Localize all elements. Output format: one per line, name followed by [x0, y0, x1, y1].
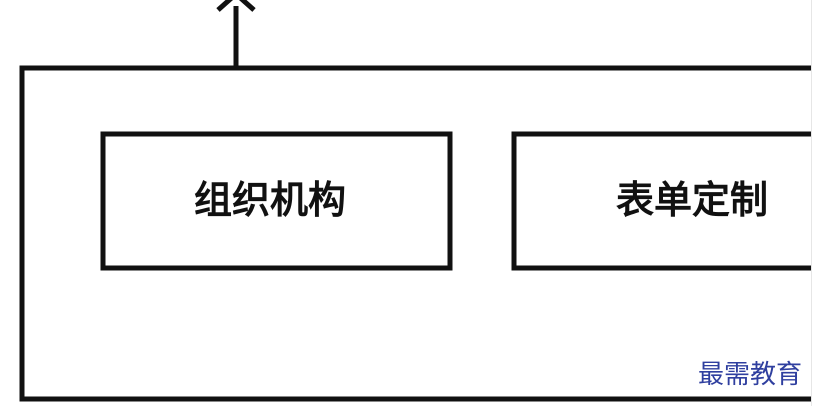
- form-box-label: 表单定制: [616, 178, 769, 222]
- org-box: [100, 131, 453, 271]
- right-edge-strip: [811, 0, 821, 406]
- form-box: [511, 131, 821, 271]
- org-box-label: 组织机构: [194, 178, 347, 222]
- watermark-text: 最需教育: [698, 360, 803, 390]
- up-arrow-head: [216, 0, 256, 12]
- outer-container: [19, 65, 821, 402]
